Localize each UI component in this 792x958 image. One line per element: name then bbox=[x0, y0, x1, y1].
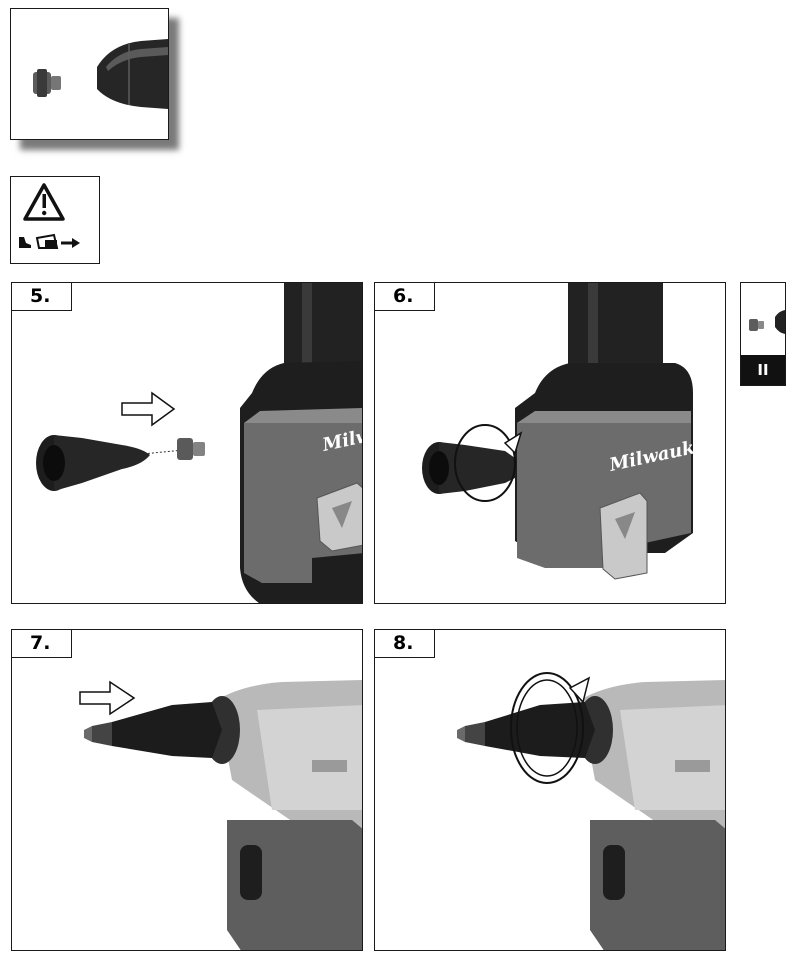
disconnect-battery-icon bbox=[19, 233, 59, 249]
step-6-panel: 6. Milwaukee bbox=[374, 282, 726, 604]
nosepiece-assembly bbox=[84, 696, 240, 764]
nosepiece-parts-illustration bbox=[33, 39, 168, 109]
arrow-right-icon bbox=[61, 238, 80, 248]
rotate-arrow-icon bbox=[454, 424, 523, 502]
step-number-7: 7. bbox=[12, 630, 72, 658]
step-7-panel: 7. bbox=[11, 629, 363, 951]
step-5-panel: 5. Milwaukee bbox=[11, 282, 363, 604]
nosepiece-nut bbox=[33, 69, 61, 97]
nose-housing bbox=[36, 435, 150, 491]
step-5-illustration: Milwaukee bbox=[36, 283, 362, 603]
nosepiece-nut bbox=[177, 438, 205, 460]
nosepiece-assembly bbox=[457, 696, 613, 764]
step-7-illustration bbox=[79, 680, 362, 950]
step-6-illustration: Milwaukee bbox=[422, 283, 719, 580]
side-tab-label: II bbox=[741, 355, 785, 385]
push-arrow-icon bbox=[79, 680, 136, 716]
rivet-tool-body bbox=[217, 680, 362, 950]
step-8-illustration bbox=[457, 672, 725, 950]
step-number-6: 6. bbox=[375, 283, 435, 311]
rotate-arrow-icon bbox=[510, 672, 591, 784]
push-arrow-icon bbox=[121, 391, 176, 427]
warning-box bbox=[10, 176, 100, 264]
rivet-tool-body bbox=[580, 680, 725, 950]
side-thumbnail: II bbox=[740, 282, 786, 386]
nosepiece-parts-illustration bbox=[749, 310, 785, 334]
nosepiece-detail-illustration bbox=[10, 8, 169, 140]
step-number-5: 5. bbox=[12, 283, 72, 311]
step-number-8: 8. bbox=[375, 630, 435, 658]
step-8-panel: 8. bbox=[374, 629, 726, 951]
nosepiece-sleeve bbox=[97, 39, 168, 109]
rivet-tool-body: Milwaukee bbox=[240, 283, 362, 603]
warning-triangle-icon bbox=[23, 183, 65, 221]
nose-housing bbox=[422, 442, 515, 494]
rivet-tool-body: Milwaukee bbox=[515, 283, 719, 580]
